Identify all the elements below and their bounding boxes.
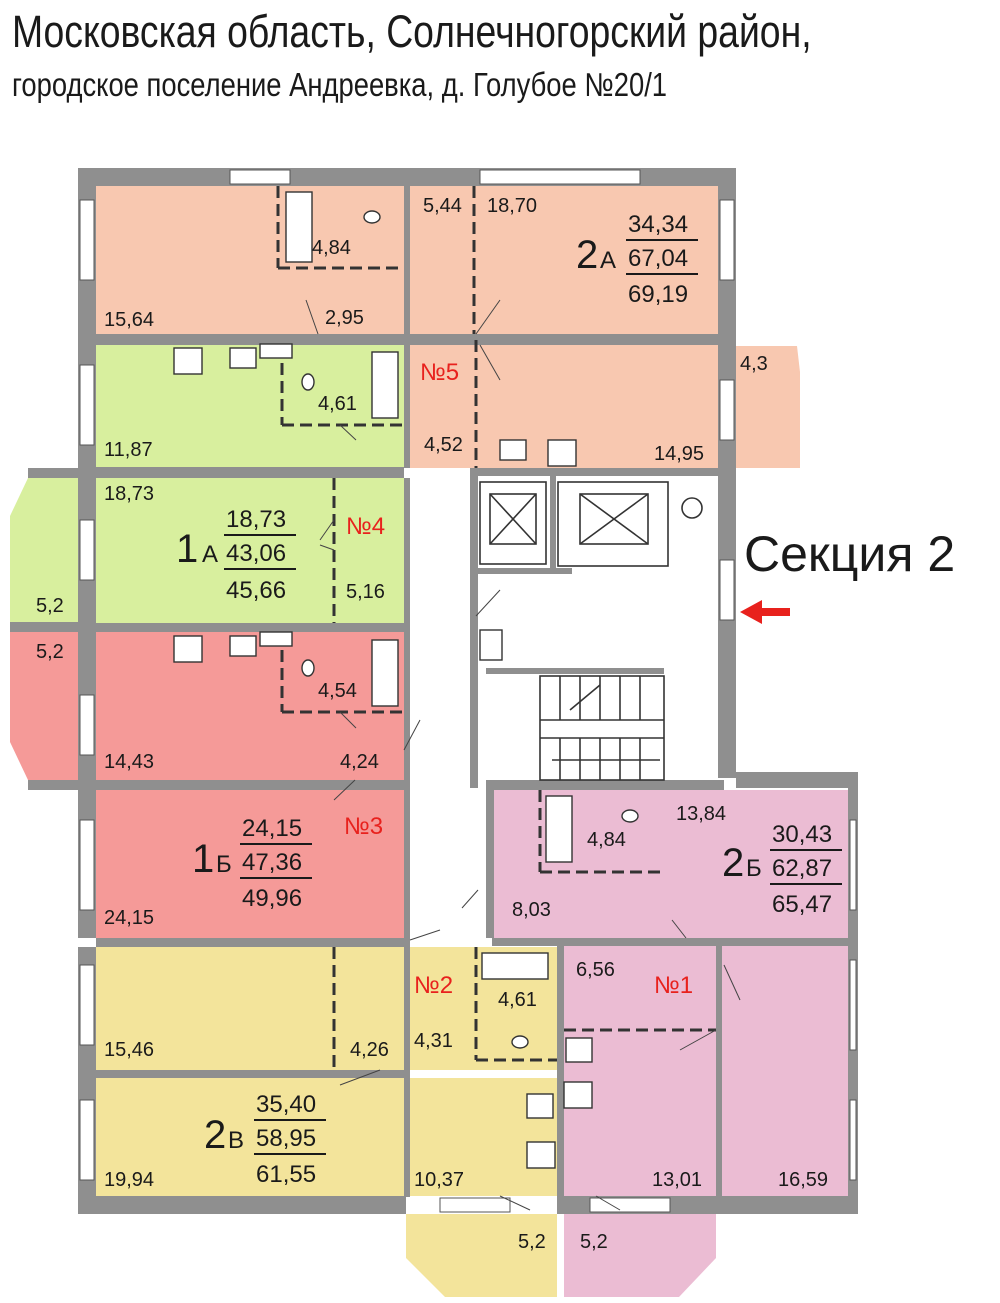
elevator-shafts xyxy=(479,481,703,567)
apt4-type-number: 1 xyxy=(176,527,198,571)
apt3-total-area: 47,36 xyxy=(242,849,302,876)
apt5-living-area: 34,34 xyxy=(628,211,688,238)
apt3-type-number: 1 xyxy=(192,837,214,881)
apt2-total-area: 58,95 xyxy=(256,1125,316,1152)
apt5-room-1: 5,44 xyxy=(423,195,462,217)
apt1-room-7: 5,2 xyxy=(580,1231,608,1253)
toilet-fixtures xyxy=(301,210,639,1049)
partitions xyxy=(276,186,716,1070)
apt3-room-3: 14,43 xyxy=(104,751,154,773)
apt5-room-3: 4,84 xyxy=(312,237,351,259)
sink-fixtures xyxy=(229,343,593,1119)
stove-fixtures xyxy=(173,347,593,1169)
apt4-room-2: 11,87 xyxy=(104,439,153,461)
apartment-3-fill xyxy=(10,632,404,938)
bathtub-fixtures xyxy=(285,191,573,980)
apt2-number: №2 xyxy=(414,972,453,999)
apt4-total-area: 43,06 xyxy=(226,540,286,567)
section-label: Секция 2 xyxy=(744,526,956,582)
apt4-type-letter: А xyxy=(202,541,218,568)
apt1-type-letter: Б xyxy=(746,855,762,882)
apt5-room-7: 4,52 xyxy=(424,434,463,456)
apt1-number: №1 xyxy=(654,972,693,999)
apt4-total-balcony-area: 45,66 xyxy=(226,577,286,604)
apt3-total-balcony-area: 49,96 xyxy=(242,885,302,912)
apt2-room-3: 4,26 xyxy=(350,1039,389,1061)
apt2-room-1: 4,61 xyxy=(498,989,537,1011)
apt4-room-4: 5,2 xyxy=(36,595,64,617)
apt1-room-4: 6,56 xyxy=(576,959,615,981)
apt1-room-3: 8,03 xyxy=(512,899,551,921)
apt5-total-balcony-area: 69,19 xyxy=(628,281,688,308)
apartment-4-fill xyxy=(10,345,404,623)
apt3-room-5: 24,15 xyxy=(104,907,154,929)
apt1-total-area: 62,87 xyxy=(772,855,832,882)
apt5-room-5: 2,95 xyxy=(325,307,364,329)
apt1-room-2: 13,84 xyxy=(676,803,726,825)
apt3-number: №3 xyxy=(344,813,383,840)
apt5-number: №5 xyxy=(420,359,459,386)
windows xyxy=(79,169,857,1213)
header-line-1: Московская область, Солнечногорский райо… xyxy=(12,6,812,57)
apt2-type-letter: В xyxy=(228,1127,244,1154)
apt5-room-2: 18,70 xyxy=(487,195,537,217)
apt2-room-6: 10,37 xyxy=(414,1169,464,1191)
apt5-type-number: 2 xyxy=(576,233,598,277)
doors xyxy=(305,299,741,1211)
apartment-2-fill xyxy=(96,947,557,1297)
apt2-room-7: 5,2 xyxy=(518,1231,546,1253)
apt2-room-4: 4,31 xyxy=(414,1030,453,1052)
apt2-room-2: 15,46 xyxy=(104,1039,154,1061)
apt5-room-4: 15,64 xyxy=(104,309,154,331)
apt1-room-5: 13,01 xyxy=(652,1169,702,1191)
apt4-living-area: 18,73 xyxy=(226,506,286,533)
apt3-living-area: 24,15 xyxy=(242,815,302,842)
apt1-type-number: 2 xyxy=(722,841,744,885)
apt4-room-5: 5,16 xyxy=(346,581,385,603)
staircase xyxy=(479,629,665,781)
apt3-room-4: 4,24 xyxy=(340,751,379,773)
apt1-total-balcony-area: 65,47 xyxy=(772,891,832,918)
apt3-room-2: 4,54 xyxy=(318,680,357,702)
apt5-room-6: 4,3 xyxy=(740,353,768,375)
apt5-total-area: 67,04 xyxy=(628,245,688,272)
apt4-room-3: 18,73 xyxy=(104,483,154,505)
apt2-living-area: 35,40 xyxy=(256,1091,316,1118)
apt4-number: №4 xyxy=(346,513,385,540)
entrance-arrow xyxy=(740,600,790,624)
apt3-room-1: 5,2 xyxy=(36,641,64,663)
apt5-type-letter: А xyxy=(600,247,616,274)
apt2-total-balcony-area: 61,55 xyxy=(256,1161,316,1188)
apt4-room-1: 4,61 xyxy=(318,393,357,415)
apt5-room-8: 14,95 xyxy=(654,443,704,465)
apt3-type-letter: Б xyxy=(216,851,232,878)
apt2-type-number: 2 xyxy=(204,1113,226,1157)
apt1-room-1: 4,84 xyxy=(587,829,626,851)
apt1-room-6: 16,59 xyxy=(778,1169,828,1191)
header-line-2: городское поселение Андреевка, д. Голубо… xyxy=(12,66,668,103)
apt2-room-5: 19,94 xyxy=(104,1169,154,1191)
apartment-5-fill xyxy=(96,186,800,468)
apt1-living-area: 30,43 xyxy=(772,821,832,848)
